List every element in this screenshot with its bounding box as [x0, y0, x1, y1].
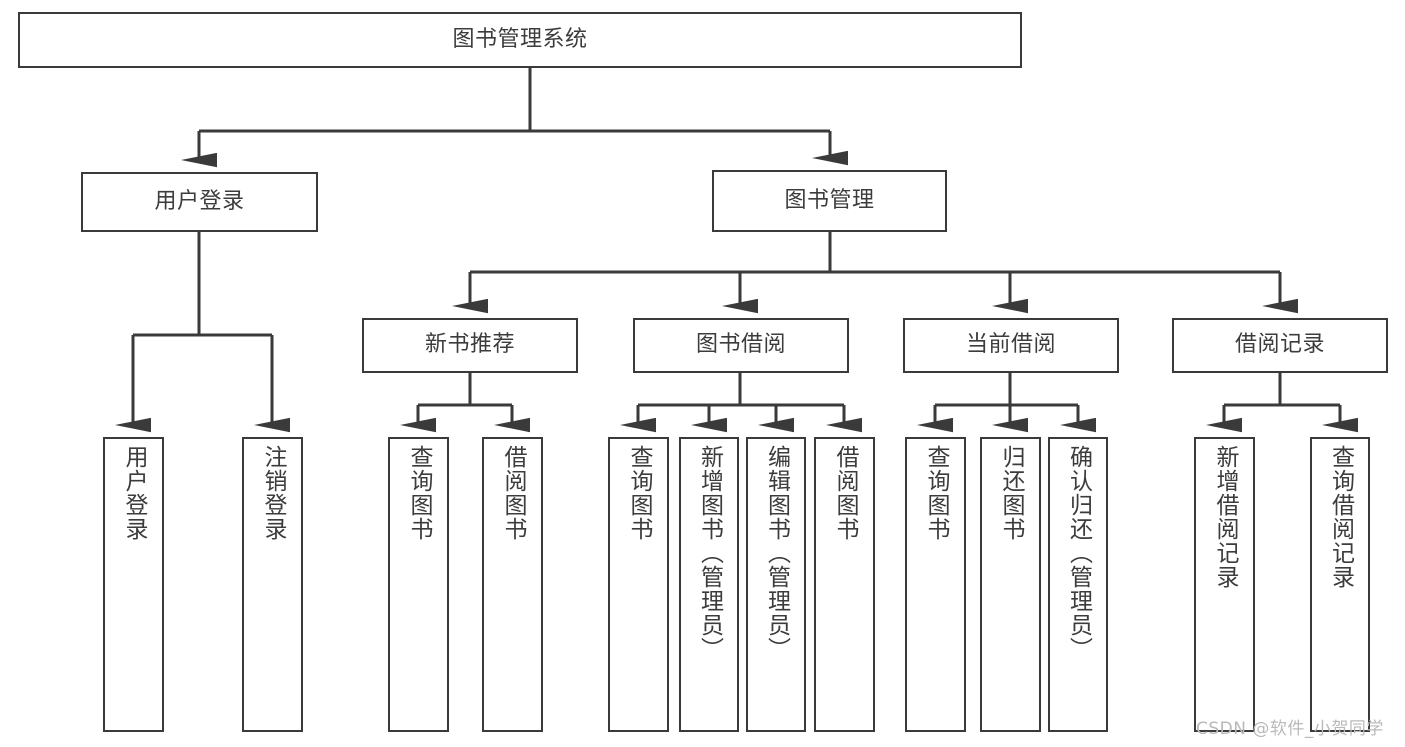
leaf-node-leaf-user-logout[interactable]: 注销登录 [242, 437, 303, 732]
leaf-node-leaf-edit-book[interactable]: 编辑图书（管理员） [746, 437, 806, 732]
leaf-node-leaf-query-book-cur[interactable]: 查询图书 [905, 437, 966, 732]
node-label: 注销登录 [260, 445, 286, 541]
leaf-node-leaf-return-book[interactable]: 归还图书 [980, 437, 1041, 732]
node-label: 归还图书 [998, 445, 1024, 541]
level3-node-book-borrow[interactable]: 图书借阅 [633, 318, 849, 373]
watermark: CSDN @软件_小贺同学 [1196, 719, 1384, 739]
node-label: 查询图书 [406, 445, 432, 541]
level2-node-user-login[interactable]: 用户登录 [81, 172, 318, 232]
level3-node-current-borrow[interactable]: 当前借阅 [903, 318, 1119, 373]
node-label: 用户登录 [154, 188, 245, 214]
leaf-node-leaf-borrow-book-rec[interactable]: 借阅图书 [482, 437, 543, 732]
root-node-root[interactable]: 图书管理系统 [18, 12, 1022, 68]
node-label: 借阅图书 [500, 445, 526, 541]
level3-node-new-book-rec[interactable]: 新书推荐 [362, 318, 578, 373]
leaf-node-leaf-query-borrow-record[interactable]: 查询借阅记录 [1310, 437, 1370, 732]
node-label: 查询图书 [923, 445, 949, 541]
node-label: 借阅图书 [832, 445, 858, 541]
node-label: 查询借阅记录 [1327, 445, 1354, 589]
leaf-node-leaf-add-book[interactable]: 新增图书（管理员） [679, 437, 739, 732]
node-label: 当前借阅 [965, 332, 1056, 358]
node-label: 编辑图书（管理员） [763, 445, 790, 661]
leaf-node-leaf-borrow-book[interactable]: 借阅图书 [814, 437, 875, 732]
level3-node-borrow-record[interactable]: 借阅记录 [1172, 318, 1388, 373]
node-label: 新书推荐 [424, 332, 515, 358]
node-label: 用户登录 [121, 445, 147, 541]
leaf-node-leaf-query-book-borrow[interactable]: 查询图书 [608, 437, 669, 732]
leaf-node-leaf-query-book-rec[interactable]: 查询图书 [388, 437, 449, 732]
leaf-node-leaf-confirm-return[interactable]: 确认归还（管理员） [1048, 437, 1108, 732]
leaf-node-leaf-user-login[interactable]: 用户登录 [103, 437, 164, 732]
node-label: 新增图书（管理员） [696, 445, 723, 661]
node-label: 新增借阅记录 [1212, 445, 1238, 589]
leaf-node-leaf-add-borrow-record[interactable]: 新增借阅记录 [1194, 437, 1255, 732]
node-label: 确认归还（管理员） [1065, 445, 1092, 661]
node-label: 图书借阅 [695, 332, 786, 358]
node-label: 借阅记录 [1234, 332, 1325, 358]
node-label: 图书管理 [784, 187, 875, 213]
level2-node-book-manage[interactable]: 图书管理 [712, 170, 947, 232]
node-label: 图书管理系统 [452, 26, 588, 52]
node-label: 查询图书 [626, 445, 652, 541]
